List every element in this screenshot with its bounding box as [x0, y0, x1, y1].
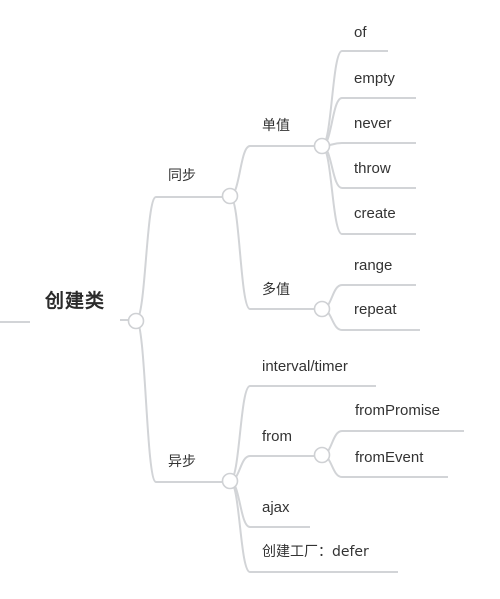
leaf-create[interactable]: create — [354, 205, 396, 222]
leaf-fromevent[interactable]: fromEvent — [355, 449, 424, 466]
sync-to-single — [229, 145, 322, 197]
multi-value-node-label[interactable]: 多值 — [262, 282, 290, 298]
root-collapse-toggle — [127, 312, 145, 330]
leaf-interval-timer[interactable]: interval/timer — [262, 358, 348, 375]
async-collapse-toggle — [221, 472, 239, 490]
from-collapse-toggle — [313, 446, 331, 464]
root-node-label: 创建类 — [44, 290, 105, 312]
sync-node-label[interactable]: 同步 — [168, 168, 196, 184]
from-node-label[interactable]: from — [262, 428, 292, 445]
leaf-of[interactable]: of — [354, 24, 367, 41]
leaf-frompromise[interactable]: fromPromise — [355, 402, 441, 419]
leaf-range[interactable]: range — [354, 257, 393, 274]
async-to-from — [229, 455, 322, 482]
leaf-empty[interactable]: empty — [354, 70, 395, 87]
leaf-throw[interactable]: throw — [354, 160, 391, 177]
single-value-node-label[interactable]: 单值 — [262, 118, 290, 134]
root-node[interactable]: 创建类 — [23, 276, 127, 322]
leaf-ajax[interactable]: ajax — [262, 499, 290, 516]
leaf-never[interactable]: never — [354, 115, 392, 132]
root-trunk-sync — [135, 196, 230, 321]
leaf-repeat[interactable]: repeat — [354, 301, 397, 318]
single-to-never — [321, 142, 416, 147]
sync-collapse-toggle — [221, 187, 239, 205]
multi-collapse-toggle — [313, 300, 331, 318]
single-collapse-toggle — [313, 137, 331, 155]
leaf-factory-defer[interactable]: 创建工厂：defer — [262, 544, 369, 560]
async-node-label[interactable]: 异步 — [168, 454, 196, 470]
